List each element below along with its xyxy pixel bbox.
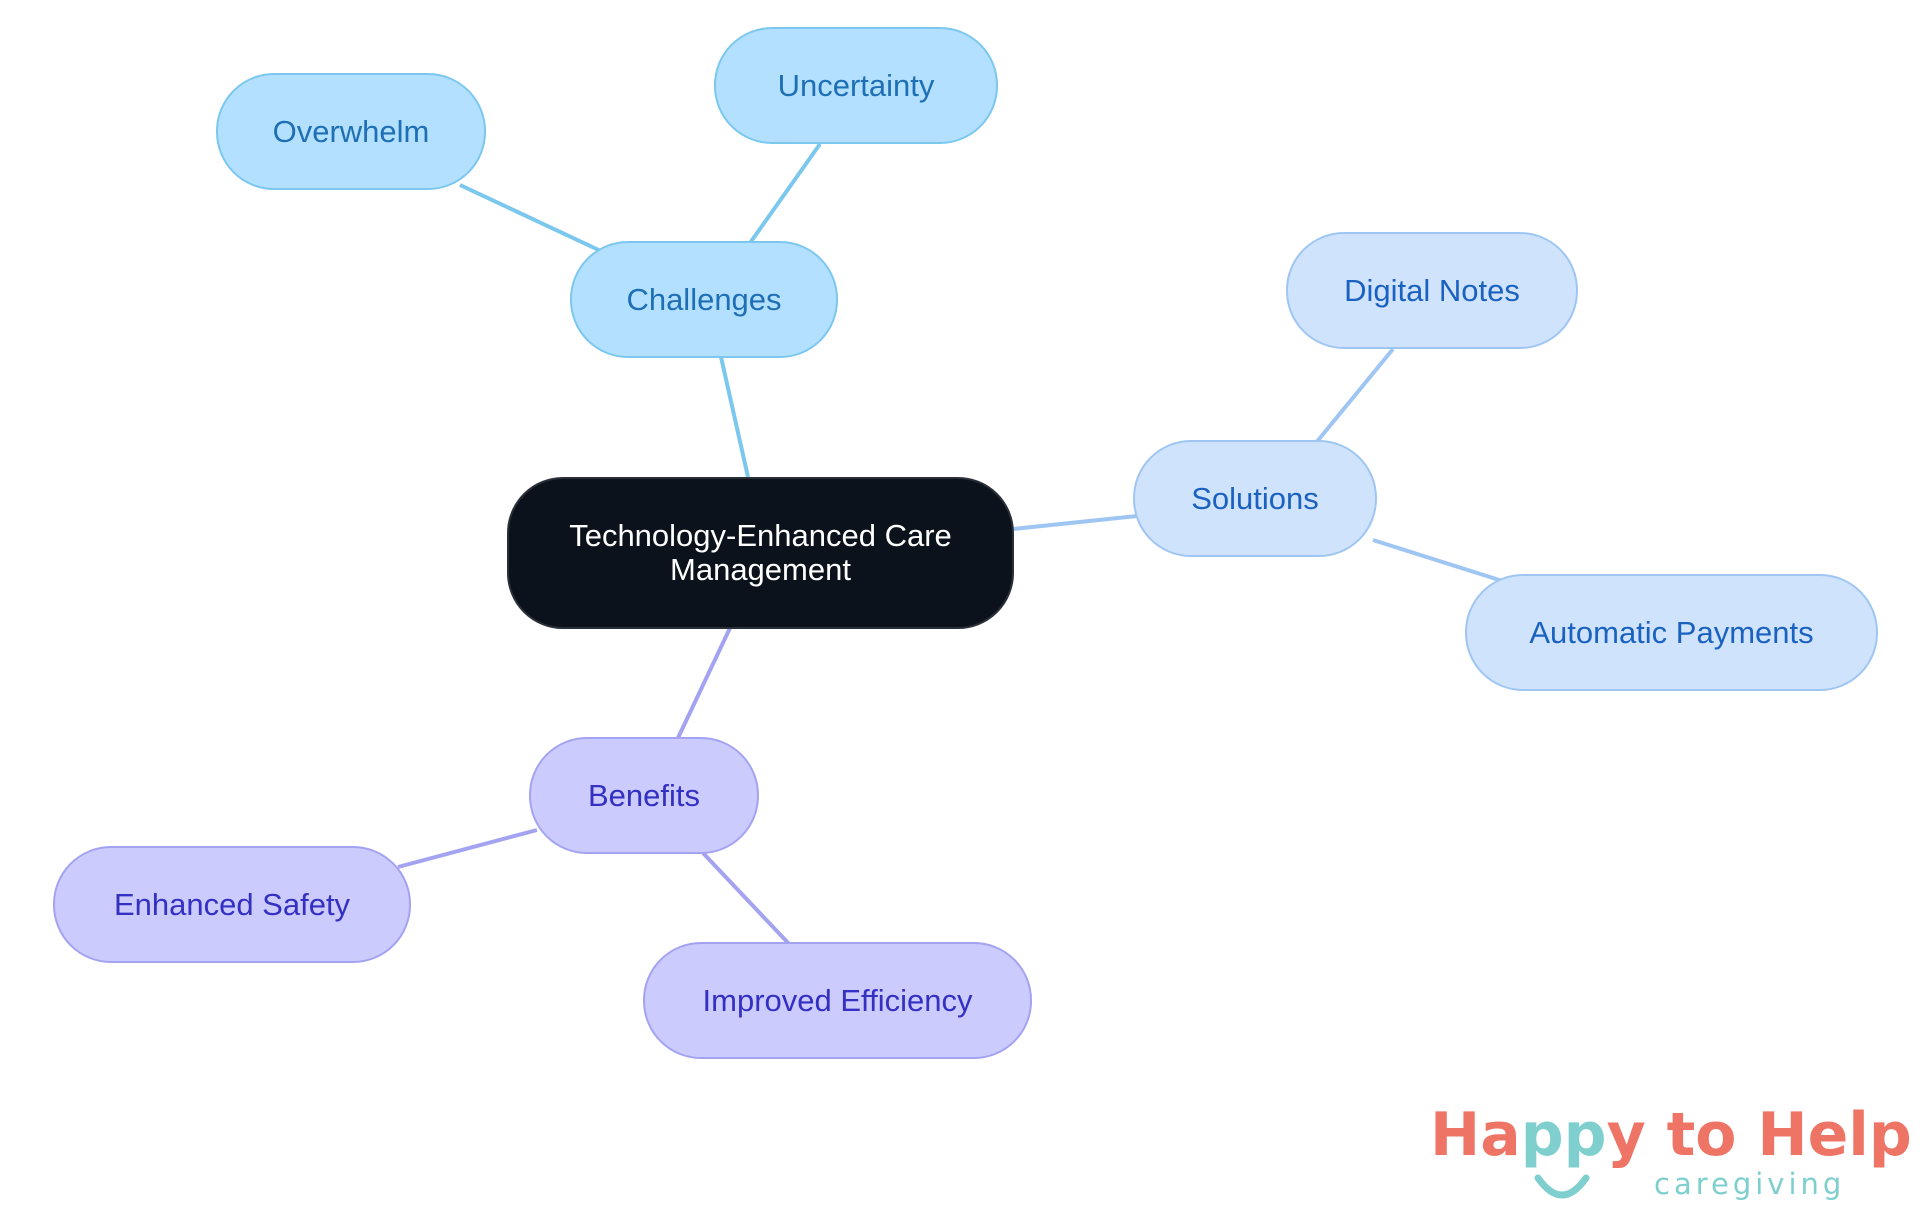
edge-challenges-uncertainty <box>748 142 822 245</box>
uncertainty-node-label: Uncertainty <box>777 67 935 103</box>
brand-logo-name-part-2: pp <box>1520 1100 1607 1170</box>
smile-icon <box>1534 1174 1590 1199</box>
root-node-label: Technology-Enhanced Care Management <box>569 518 952 587</box>
challenges-node: Challenges <box>570 241 838 358</box>
digital-notes-node: Digital Notes <box>1286 232 1578 349</box>
benefits-node: Benefits <box>529 737 759 854</box>
solutions-node-label: Solutions <box>1191 480 1319 516</box>
edge-root-challenges <box>719 356 750 478</box>
solutions-node: Solutions <box>1133 440 1377 557</box>
brand-logo: Happy to Help caregiving <box>1420 1100 1912 1210</box>
challenges-node-label: Challenges <box>626 281 782 317</box>
edge-root-benefits <box>675 627 732 741</box>
edge-challenges-overwhelm <box>459 183 604 254</box>
edge-solutions-automatic-payments <box>1372 538 1513 586</box>
overwhelm-node: Overwhelm <box>216 73 486 190</box>
digital-notes-node-label: Digital Notes <box>1344 272 1520 308</box>
uncertainty-node: Uncertainty <box>714 27 998 144</box>
edge-root-solutions <box>1012 514 1138 531</box>
brand-logo-name: Happy to Help <box>1430 1100 1912 1170</box>
automatic-payments-node: Automatic Payments <box>1465 574 1878 691</box>
improved-efficiency-node-label: Improved Efficiency <box>702 982 973 1018</box>
edge-solutions-digital-notes <box>1313 347 1395 446</box>
edge-benefits-enhanced-safety <box>397 828 538 869</box>
root-node: Technology-Enhanced Care Management <box>507 477 1014 629</box>
enhanced-safety-node-label: Enhanced Safety <box>113 886 351 922</box>
brand-logo-name-part-1: Ha <box>1430 1100 1521 1170</box>
improved-efficiency-node: Improved Efficiency <box>643 942 1032 1059</box>
automatic-payments-node-label: Automatic Payments <box>1529 614 1814 650</box>
brand-logo-tagline: caregiving <box>1654 1167 1846 1201</box>
overwhelm-node-label: Overwhelm <box>272 113 430 149</box>
edge-benefits-improved-efficiency <box>701 851 793 948</box>
brand-logo-name-part-3: y to Help <box>1606 1100 1912 1170</box>
enhanced-safety-node: Enhanced Safety <box>53 846 411 963</box>
benefits-node-label: Benefits <box>587 777 700 813</box>
